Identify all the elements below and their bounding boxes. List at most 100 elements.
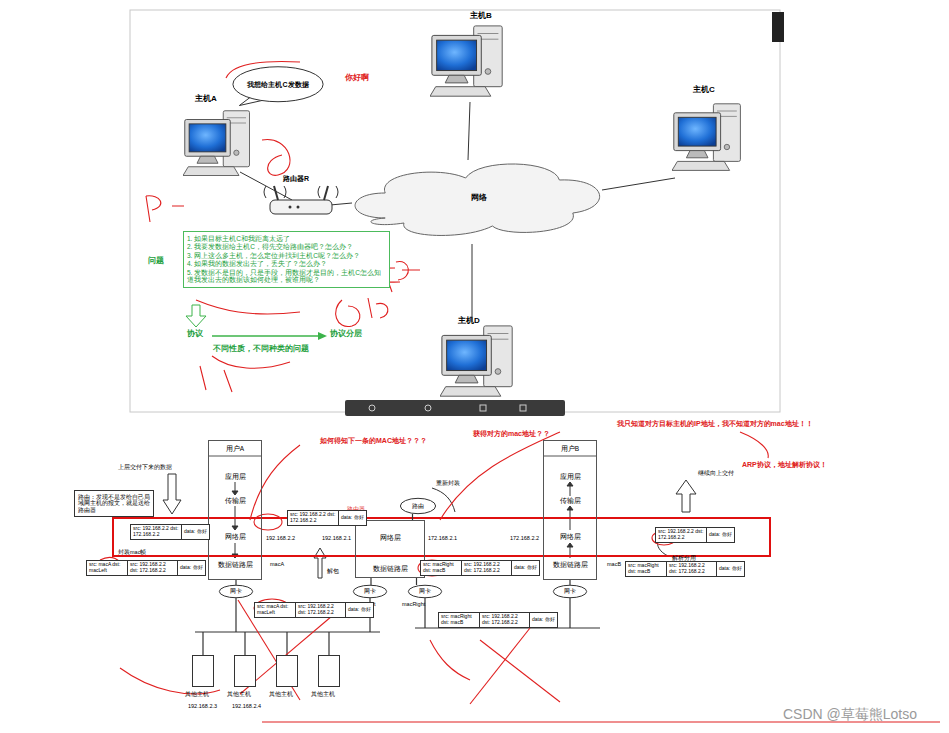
red-scribble: [480, 640, 560, 702]
text-label: 重新封装: [436, 480, 460, 486]
arrow-head: [232, 526, 238, 530]
node-text: 用户A: [209, 445, 261, 452]
red-scribble: [470, 628, 530, 704]
router-antenna: [274, 186, 278, 200]
node-text: src: 192.168.2.2 dst: 172.168.2.2: [656, 528, 706, 542]
node-text: data: 你好: [706, 528, 734, 542]
node-text: 3. 网上这么多主机，怎么定位并找到主机C呢？怎么办？: [187, 252, 386, 259]
cloud-shape: [355, 164, 600, 235]
node-text: 数据链路层: [544, 561, 596, 568]
text-label: 主机B: [470, 12, 492, 21]
router-led: [297, 206, 300, 209]
red-scribble: [336, 298, 388, 327]
host-computer: [440, 326, 512, 396]
router-body: [270, 200, 332, 214]
node-text: 网卡: [230, 588, 242, 594]
red-scribble: [250, 445, 300, 520]
ellipse-shape: [353, 585, 386, 597]
text-label: 我只知道对方目标主机的IP地址，我不知道对方的mac地址！！: [617, 420, 813, 428]
lan-bus: [195, 598, 600, 655]
text-label: ARP协议，地址解析协议！: [742, 461, 827, 469]
mac-frame: src: macA dst: macLeftsrc: 192.168.2.2 d…: [254, 602, 374, 618]
layer-arrow: [235, 506, 236, 526]
node-text: data: 你好: [345, 603, 373, 617]
hollow-arrow: [676, 480, 696, 512]
bus-drop: [286, 632, 287, 655]
mac-frame: src: macRight dst: macBsrc: 192.168.2.2 …: [420, 560, 540, 576]
nic-ellipse: 网卡: [219, 585, 253, 598]
text-label: 问题: [148, 257, 164, 266]
node-text: data: 你好: [511, 561, 539, 575]
host-box: 其他主机: [234, 655, 256, 687]
text-label: 解包: [327, 568, 339, 574]
node-text: 5. 发数据不是目的，只是手段，用数据才是目的，主机C怎么知道我发出去的数据该如…: [187, 269, 386, 284]
hollow-arrow: [163, 474, 181, 514]
node-text: 网卡: [564, 588, 576, 594]
text-label: 172.168.2.1: [428, 535, 457, 541]
router-ellipse: 路由: [400, 498, 436, 514]
arrow-head: [567, 506, 573, 510]
note-box: 路由：发现不是发给自己局域网主机的报文，就是送给路由器: [74, 490, 154, 517]
host-computer: [183, 111, 250, 176]
highlight-frame: [113, 518, 770, 556]
screenshot-frame: [130, 10, 780, 412]
bubble-shape: [233, 67, 323, 102]
node-text: 其他主机: [185, 691, 209, 697]
connector-line: [370, 578, 371, 585]
text-label: 路由器R: [283, 175, 309, 183]
text-label: 上层交付下来的数据: [118, 464, 172, 470]
window-tab: [772, 12, 784, 42]
node-text: 网络: [471, 193, 487, 202]
layer-arrow: [570, 510, 571, 530]
host-computer: [430, 26, 502, 96]
handwriting: [100, 432, 940, 722]
node-text: 路由：发现不是发给自己局域网主机的报文，就是送给路由器: [78, 494, 150, 513]
text-label: 继续向上交付: [698, 470, 734, 476]
stack-divider: [208, 456, 262, 457]
arrow-head: [567, 482, 573, 486]
red-scribble: [200, 366, 232, 392]
green-arrow: [212, 335, 318, 337]
layer-arrow: [235, 482, 236, 491]
arrow-head: [567, 543, 573, 547]
layer-arrow: [570, 486, 571, 496]
node-text: src: 192.168.2.2 dst: 172.168.2.2: [479, 613, 529, 627]
node-text: src: 192.168.2.2 dst: 172.168.2.2: [131, 525, 181, 539]
node-text: 我想给主机C发数据: [247, 81, 308, 89]
connector-line: [416, 578, 417, 585]
toolbar-icon: [520, 405, 526, 411]
node-text: 传输层: [209, 497, 261, 504]
bus-drop: [202, 632, 203, 655]
host-box: 其他主机: [318, 655, 340, 687]
node-text: data: 你好: [716, 562, 744, 576]
viewer-toolbar: [345, 400, 565, 416]
router-led: [289, 206, 292, 209]
red-circle: [254, 514, 282, 530]
text-label: macRight: [402, 601, 425, 607]
node-text: 4. 如果我的数据发出去了，丢失了？怎么办？: [187, 260, 386, 267]
text-label: 协议: [187, 330, 203, 339]
protocol-stack: 用户B应用层传输层网络层数据链路层: [543, 440, 597, 580]
layer-arrow: [235, 543, 236, 554]
node-text: 应用层: [544, 473, 596, 480]
mac-frame: src: macRight dst: macBsrc: 192.168.2.2 …: [625, 561, 745, 577]
toolbar-icon: [369, 405, 375, 411]
bus-drop: [569, 598, 570, 628]
connector-line: [569, 580, 570, 585]
node-text: 应用层: [209, 473, 261, 480]
question-box: 1. 如果目标主机C和我距离太远了2. 我要发数据给主机C，得先交给路由器吧？怎…: [183, 231, 390, 288]
node-text: 1. 如果目标主机C和我距离太远了: [187, 235, 386, 242]
router-antenna: [324, 186, 328, 200]
network-wire: [472, 244, 473, 322]
bus-drop: [328, 632, 329, 655]
node-text: 网络层: [544, 533, 596, 540]
text-label: 主机A: [195, 95, 217, 104]
node-text: 其他主机: [311, 691, 335, 697]
bus-drop: [244, 632, 245, 655]
text-label: 主机C: [693, 86, 715, 95]
node-text: 网络层: [209, 533, 261, 540]
red-scribble: [262, 140, 290, 176]
network-wire: [330, 203, 352, 205]
node-text: 网卡: [419, 588, 431, 594]
node-text: src: 192.168.2.2 dst: 172.168.2.2: [127, 561, 177, 575]
